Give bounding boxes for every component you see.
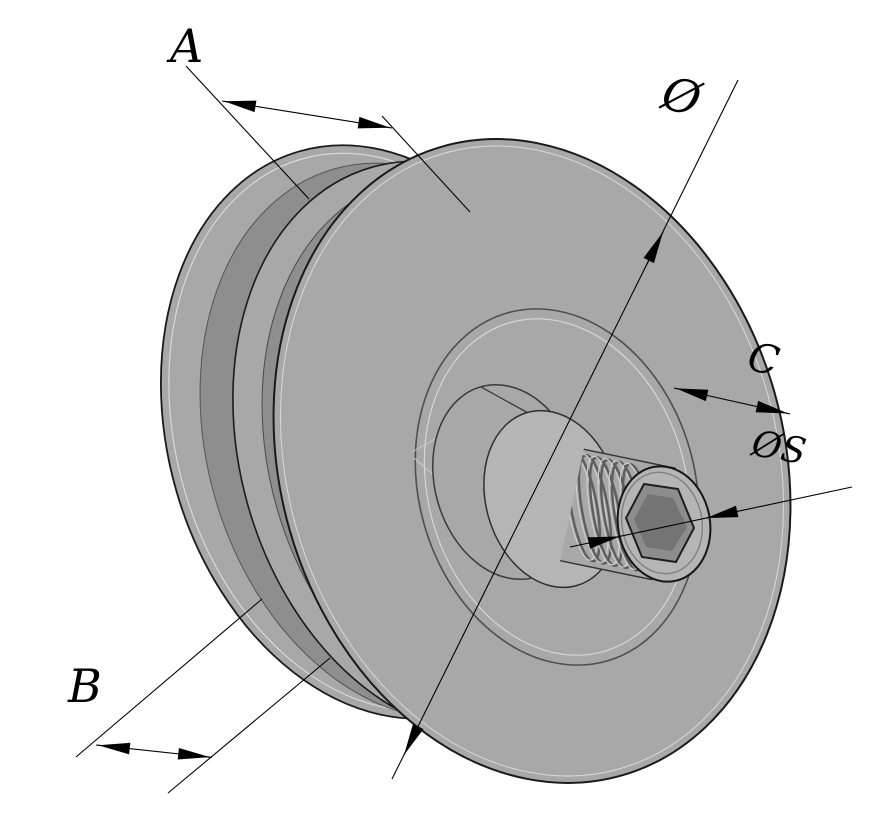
dimensions: A Ø C ØS B <box>67 19 853 794</box>
dim-diameter-arrow-top <box>643 231 664 265</box>
dim-b-arrow-right <box>177 747 211 760</box>
dim-a-extension-2 <box>381 115 471 213</box>
hex-socket-depth <box>634 494 687 551</box>
stud-silhouette-top <box>583 448 676 469</box>
dim-a-extension-1 <box>185 65 310 200</box>
dim-diameter-arrow-bottom <box>403 723 424 756</box>
thread-highlight <box>586 455 620 566</box>
hub-boss-inner-highlight <box>423 318 691 656</box>
dim-c-arrow-left <box>675 387 709 402</box>
pulley-body <box>159 138 792 784</box>
dim-a-arrow-right <box>357 116 391 129</box>
dim-label-diameter: Ø <box>656 65 708 127</box>
dim-diameter-line <box>391 79 739 780</box>
stud-silhouette-bottom <box>560 560 653 581</box>
dim-c-arrow-right <box>755 400 789 415</box>
dim-socket-arrow-right <box>705 505 739 519</box>
dim-a-arrow-left <box>223 100 257 113</box>
stud-chamfer-ring <box>620 471 704 575</box>
hub-silhouette-top <box>480 386 528 414</box>
dim-label-socket: ØS <box>748 423 809 473</box>
front-face-chamfer-highlight <box>280 145 784 777</box>
dim-label-b: B <box>67 659 102 713</box>
dim-label-a: A <box>166 19 203 73</box>
dim-b-extension-2 <box>167 657 331 794</box>
dim-b-extension-1 <box>75 598 263 758</box>
dim-b-arrow-left <box>97 742 131 755</box>
dim-socket-arrow-left <box>587 535 621 549</box>
